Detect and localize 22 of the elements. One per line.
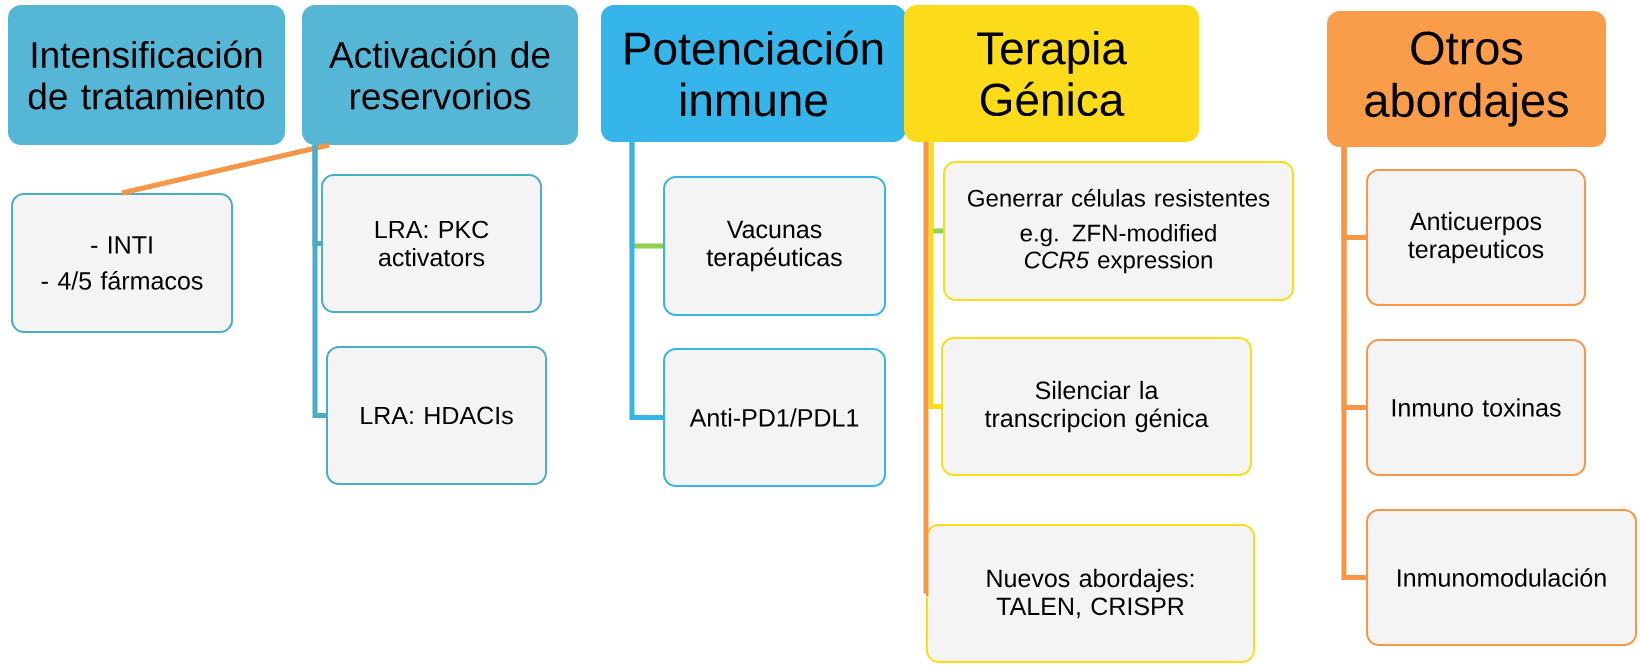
header-box: Intensificación de tratamiento <box>8 5 286 145</box>
connector-line <box>312 145 326 418</box>
item-box: Anti-PD1/PDL1 <box>663 348 887 487</box>
header-box: Potenciación inmune <box>600 5 907 142</box>
item-box: LRA: HDACIs <box>326 346 548 485</box>
header-box: Activación de reservorios <box>302 5 579 145</box>
item-box: Inmunomodulación <box>1365 509 1638 646</box>
connector-line <box>928 142 941 409</box>
connector-line <box>923 142 929 596</box>
item-box: Nuevos abordajes: TALEN, CRISPR <box>925 524 1256 663</box>
item-box: Silenciar la transcripcion génica <box>940 337 1253 476</box>
item-box: - INTI - 4/5 fármacos <box>11 193 234 333</box>
connector-line <box>629 142 663 420</box>
item-box: Anticuerpos terapeuticos <box>1365 169 1586 306</box>
item-box: Generrar células resistentes e.g. ZFN-modified CCR5 expression <box>942 161 1295 301</box>
item-box: Vacunas terapéuticas <box>663 176 887 316</box>
header-box: Otros abordajes <box>1326 11 1607 147</box>
item-box: LRA: PKC activators <box>321 174 543 313</box>
connector-line <box>121 142 330 196</box>
header-box: Terapia Génica <box>903 5 1200 142</box>
item-box: Inmuno toxinas <box>1365 339 1586 476</box>
connector-line <box>1341 147 1366 580</box>
